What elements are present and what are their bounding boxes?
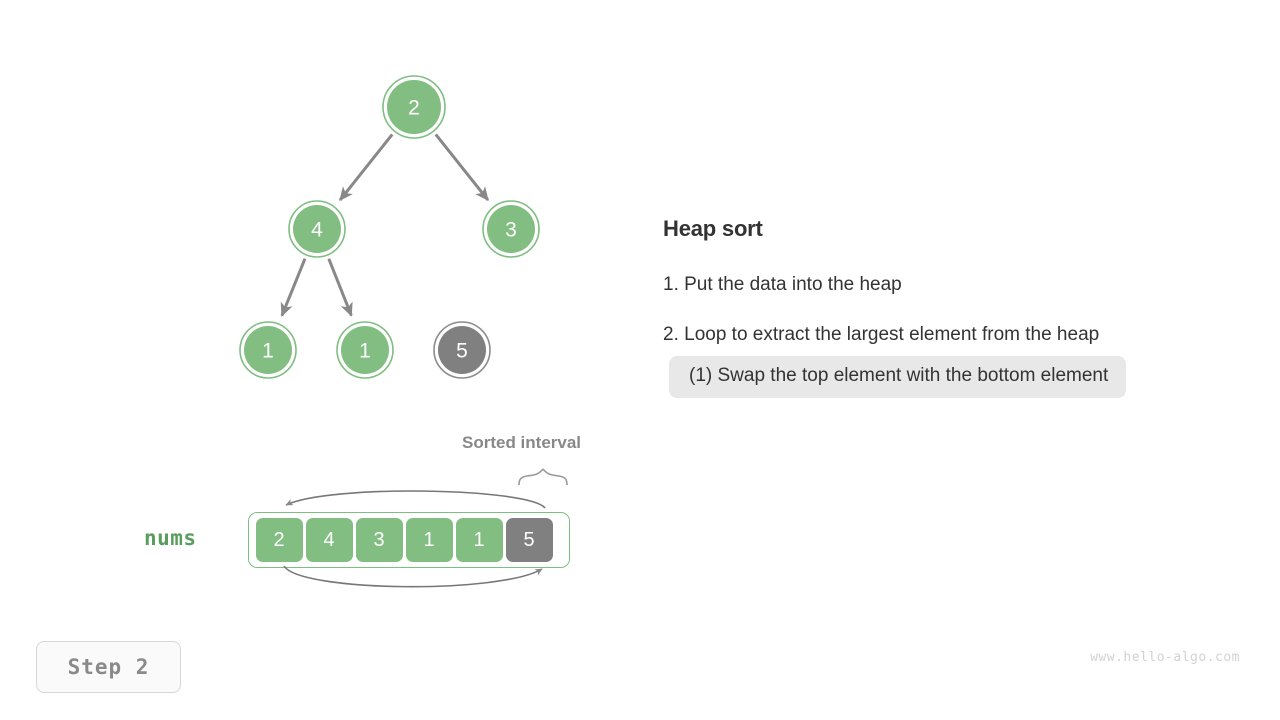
tree-node-ring — [336, 321, 394, 379]
tree-node-circle — [438, 326, 486, 374]
tree-node-ring — [288, 200, 346, 258]
array-cell[interactable]: 2 — [255, 518, 303, 562]
array-cell[interactable]: 1 — [405, 518, 453, 562]
swap-arrow-top — [285, 490, 546, 509]
page-title: Heap sort — [663, 216, 763, 241]
tree-nodes: 2 4 3 1 1 5 — [239, 75, 540, 379]
tree-node-circle — [293, 205, 341, 253]
tree-node[interactable]: 2 — [382, 75, 446, 139]
tree-node[interactable]: 3 — [482, 200, 540, 258]
tree-node-value: 1 — [262, 340, 274, 363]
tree-node-circle — [487, 205, 535, 253]
sorted-interval-label: Sorted interval — [462, 433, 582, 452]
array-name-label: nums — [144, 526, 197, 550]
explanation-panel: Heap sort 1. Put the data into the heap … — [663, 216, 1263, 398]
tree-node[interactable]: 1 — [336, 321, 394, 379]
tree-node-circle — [387, 80, 441, 134]
footer-url: www.hello-algo.com — [1090, 650, 1240, 665]
tree-node[interactable]: 4 — [288, 200, 346, 258]
tree-node-ring — [382, 75, 446, 139]
tree-node-ring — [239, 321, 297, 379]
tree-node-value: 5 — [456, 340, 468, 363]
array-cell[interactable]: 1 — [455, 518, 503, 562]
tree-node-ring — [433, 321, 491, 379]
tree-node-value: 3 — [505, 219, 517, 242]
current-substep-highlight: (1) Swap the top element with the bottom… — [669, 356, 1127, 398]
tree-edge — [434, 133, 490, 201]
tree-node-value: 2 — [408, 97, 420, 120]
tree-edges — [280, 133, 490, 317]
tree-node-ring — [482, 200, 540, 258]
tree-edge — [280, 258, 307, 317]
algorithm-step-1: 1. Put the data into the heap — [663, 274, 902, 295]
tree-edge — [327, 258, 353, 317]
array-cell[interactable]: 3 — [355, 518, 403, 562]
tree-node[interactable]: 1 — [239, 321, 297, 379]
tree-node-value: 4 — [311, 219, 323, 242]
sorted-interval-brace — [518, 468, 568, 486]
tree-node[interactable]: 5 — [433, 321, 491, 379]
tree-node-circle — [341, 326, 389, 374]
tree-node-value: 1 — [359, 340, 371, 363]
array-cell[interactable]: 5 — [505, 518, 553, 562]
algorithm-step-2: 2. Loop to extract the largest element f… — [663, 324, 1100, 345]
tree-edge — [338, 133, 394, 201]
array-cell[interactable]: 4 — [305, 518, 353, 562]
binary-heap-tree: 2 4 3 1 1 5 — [239, 75, 540, 379]
step-badge: Step 2 — [36, 641, 181, 693]
swap-arrow-bottom — [283, 565, 543, 588]
tree-node-circle — [244, 326, 292, 374]
